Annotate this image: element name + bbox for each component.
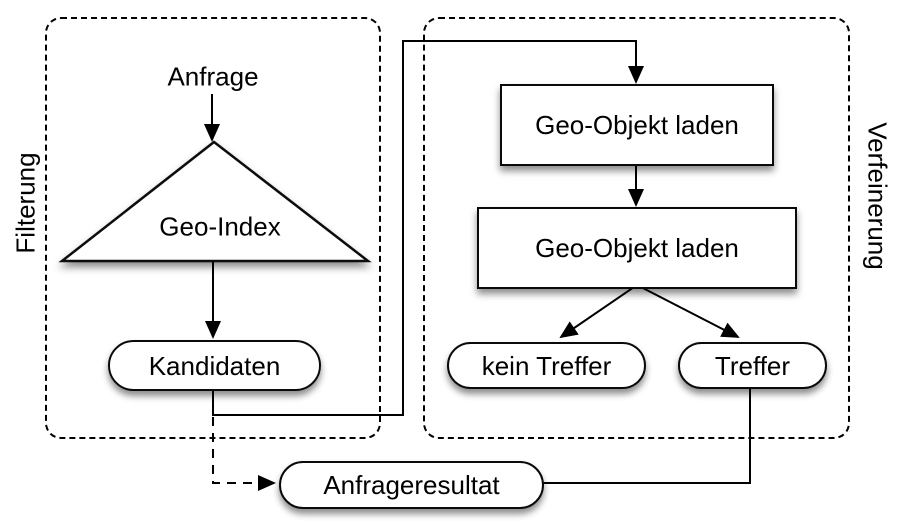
node-kein-treffer: kein Treffer xyxy=(447,342,646,389)
edge-treffer-anfrageresultat xyxy=(542,387,751,484)
edge-load2-treffer xyxy=(636,284,740,338)
edge-load2-keintreffer xyxy=(559,284,638,339)
node-kandidaten-label: Kandidaten xyxy=(148,350,281,381)
node-geo-objekt-laden-2-label: Geo-Objekt laden xyxy=(535,233,739,263)
node-geo-objekt-laden-1: Geo-Objekt laden xyxy=(500,84,774,166)
node-anfrageresultat: Anfrageresultat xyxy=(279,461,544,509)
node-geo-objekt-laden-2: Geo-Objekt laden xyxy=(477,207,797,289)
node-kein-treffer-label: kein Treffer xyxy=(481,350,612,381)
node-anfrageresultat-label: Anfrageresultat xyxy=(323,470,500,500)
edge-kandidaten-anfrageresultat xyxy=(212,417,276,491)
node-anfrage-label: Anfrage xyxy=(167,61,259,92)
edge-kandidaten-load1 xyxy=(212,40,644,416)
filterung-group-label: Filterung xyxy=(10,152,41,254)
verfeinerung-group-label: Verfeinerung xyxy=(862,122,893,270)
node-geo-index-label: Geo-Index xyxy=(159,211,281,242)
node-kandidaten: Kandidaten xyxy=(108,340,321,391)
node-geo-objekt-laden-1-label: Geo-Objekt laden xyxy=(535,110,739,140)
verfeinerung-group-box xyxy=(423,17,850,439)
node-treffer-label: Treffer xyxy=(714,350,791,381)
geo-index-triangle xyxy=(58,140,372,263)
node-treffer: Treffer xyxy=(678,342,827,389)
